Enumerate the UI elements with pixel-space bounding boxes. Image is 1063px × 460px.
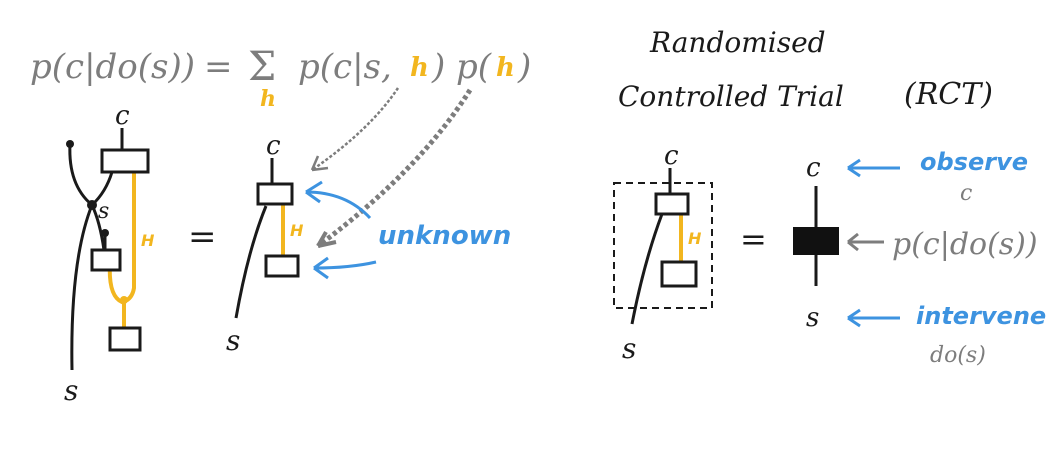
rct-inner-bottom-box — [660, 260, 698, 288]
middle-diagram: H c s — [226, 131, 304, 357]
rct-inner-s-label: s — [622, 332, 636, 365]
left-diagram: H c s s — [64, 101, 155, 407]
left-top-box — [100, 148, 150, 174]
left-equals-sign: = — [188, 217, 217, 257]
formula-term1-open: p(c|s, — [298, 47, 392, 87]
rct-inner-c-label: c — [664, 141, 679, 171]
rct-inner-top-box — [654, 192, 690, 216]
left-s-label: s — [64, 374, 78, 407]
rct-out-s-label: s — [806, 303, 819, 333]
left-hidden-node — [120, 296, 128, 304]
causal-label: p(c|do(s)) — [892, 227, 1038, 262]
formula-term2-open: p( — [456, 47, 492, 87]
intervene-arrow — [847, 308, 900, 328]
formula-term1-close: ) — [431, 47, 445, 87]
left-junction-dot — [87, 200, 97, 210]
middle-h-label: H — [290, 221, 304, 240]
formula-sum: Σ — [248, 44, 276, 90]
observe-label: observe — [920, 148, 1028, 176]
rct-equals: = — [740, 220, 767, 258]
middle-bottom-box — [264, 254, 300, 278]
left-top-dot — [66, 140, 74, 148]
rct-dashed-box — [613, 182, 713, 309]
pointer-arrow-upper — [311, 87, 400, 172]
unknown-label: unknown — [378, 221, 511, 251]
left-mid-box — [90, 248, 122, 272]
rct-causal-box — [793, 227, 839, 255]
formula-term1-h: h — [410, 53, 429, 83]
rct-title-line1: Randomised — [649, 26, 826, 59]
rct-abbrev: (RCT) — [904, 77, 993, 112]
unknown-arrow-upper-head — [305, 180, 323, 204]
rct-title-line2: Controlled Trial — [618, 80, 844, 113]
middle-s-label: s — [226, 324, 240, 357]
formula-sum-index: h — [260, 86, 276, 112]
middle-c-label: c — [266, 131, 281, 161]
causal-arrow — [847, 232, 884, 252]
middle-top-box — [256, 182, 294, 206]
unknown-arrow-upper — [305, 190, 372, 220]
unknown-annotation: unknown — [305, 180, 511, 280]
rct-section: Randomised Controlled Trial (RCT) H c s … — [613, 26, 1046, 368]
left-bottom-box — [108, 326, 142, 352]
unknown-arrow-lower — [313, 260, 377, 270]
rct-inner-h-label: H — [688, 229, 702, 248]
left-h-label: H — [141, 231, 155, 250]
left-s-long-wire — [70, 204, 94, 371]
formula-lhs: p(c|do(s)) — [30, 47, 195, 87]
left-mid-dot — [101, 229, 109, 237]
intervene-sub-label: do(s) — [930, 343, 986, 368]
pointer-arrow-lower-head — [316, 231, 337, 248]
rct-inner-s-wire — [630, 213, 664, 325]
observe-arrow — [847, 158, 900, 178]
left-hidden-wire — [107, 172, 136, 305]
formula-pointer-arrows — [310, 87, 473, 249]
left-top-left-wire — [68, 143, 93, 207]
unknown-arrow-lower-head — [313, 256, 329, 280]
observe-sub-label: c — [960, 181, 972, 206]
left-s-label-mid: s — [98, 199, 109, 224]
left-c-label: c — [115, 101, 130, 131]
middle-s-wire — [234, 205, 268, 319]
pointer-arrow-upper-head — [310, 155, 329, 172]
pointer-arrow-lower — [316, 88, 473, 249]
formula: p(c|do(s)) = Σ h p(c|s, h ) p( h ) — [30, 44, 531, 112]
formula-term2-h: h — [496, 53, 515, 83]
intervene-label: intervene — [916, 302, 1046, 330]
formula-term2-close: ) — [517, 47, 531, 87]
formula-equals: = — [204, 47, 233, 87]
rct-out-c-label: c — [806, 153, 821, 183]
